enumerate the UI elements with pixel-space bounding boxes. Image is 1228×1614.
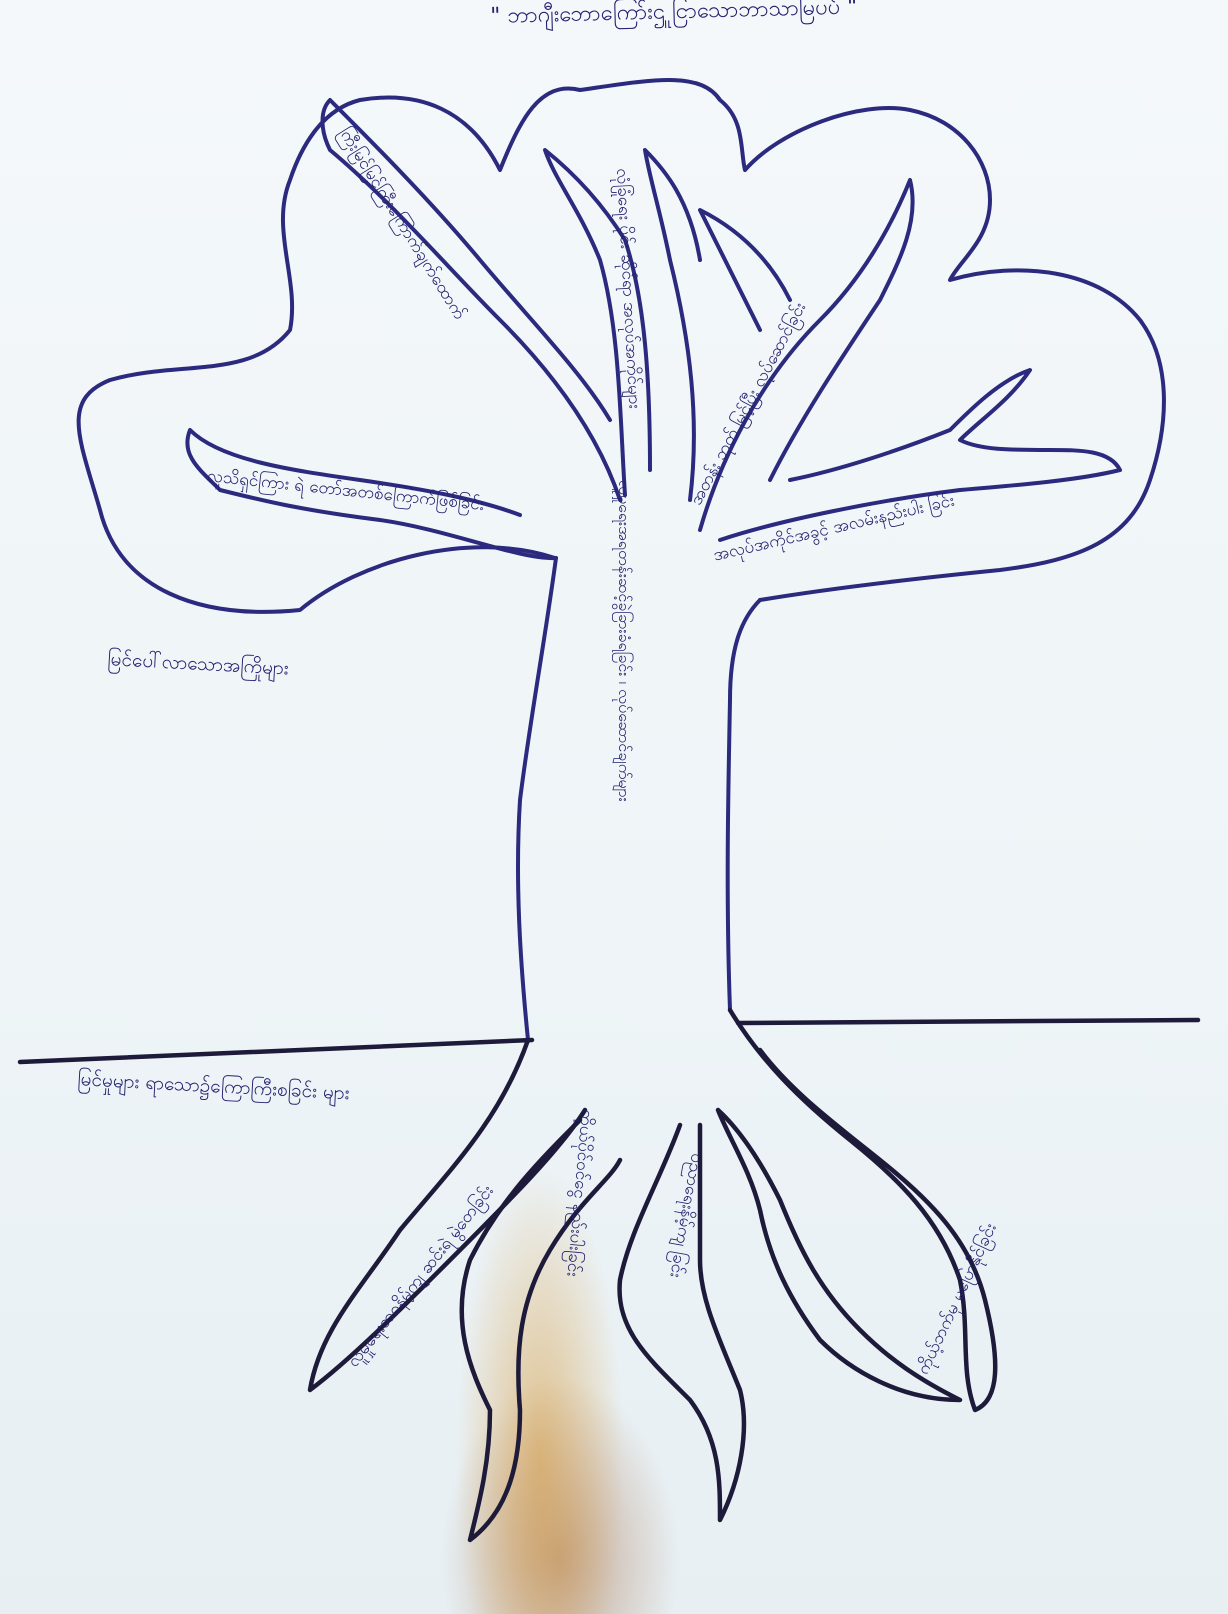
trunk-left [518, 558, 556, 1040]
ground-line-right [738, 1020, 1198, 1023]
root-2 [462, 1120, 620, 1540]
trunk-label: လူမှုရေးအရတန်းဆင့်ခွဲခြားခံရခြင်း ၊ လုပ်… [616, 480, 632, 802]
trunk-right [728, 600, 760, 1010]
branch-mid [645, 150, 700, 500]
branch-mid-right-fork [700, 210, 790, 330]
root-4 [730, 1010, 995, 1410]
root-1 [310, 1040, 585, 1390]
ground-line-left [20, 1040, 532, 1062]
